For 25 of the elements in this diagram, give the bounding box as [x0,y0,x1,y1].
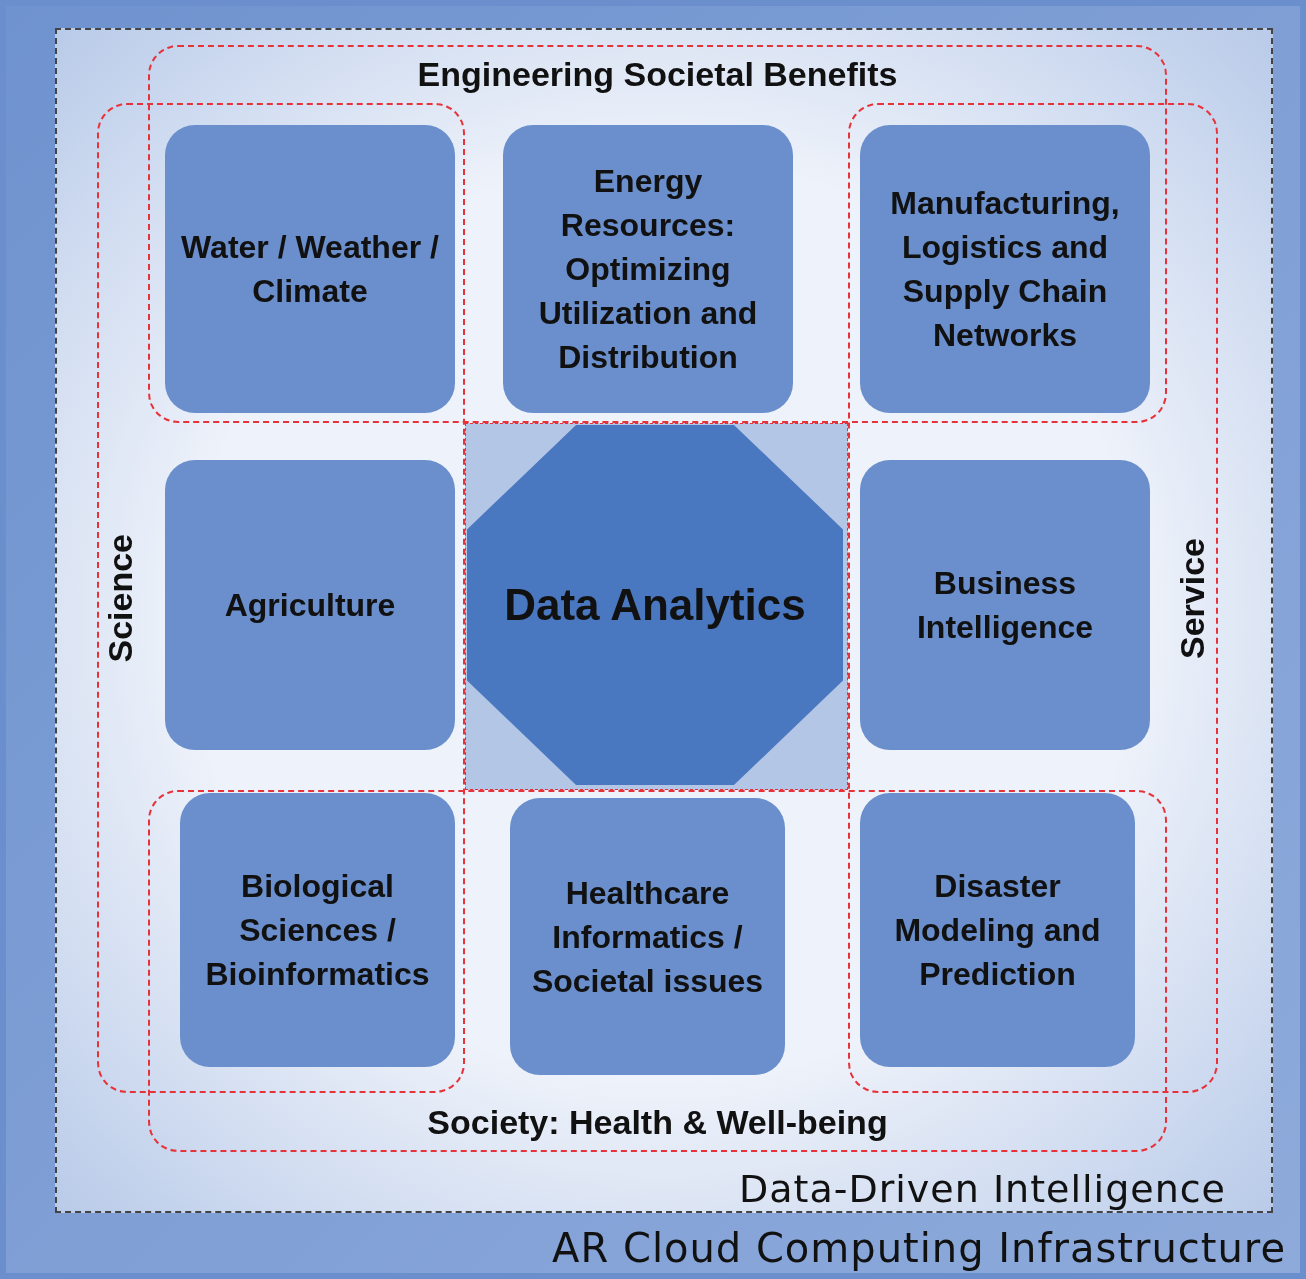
layer-title: Engineering Societal Benefits [417,55,898,94]
layer-title: Service [1173,537,1212,659]
tile-label: Biological Sciences / Bioinformatics [204,867,431,994]
category-tile [860,125,1150,413]
layer-title: Data-Driven Intelligence [739,1167,1226,1211]
region-outline [848,103,1218,1093]
layer-title: Society: Health & Well-being [427,1103,888,1142]
tile-label: Business Intelligence [915,564,1094,647]
tile-label: Manufacturing, Logistics and Supply Chain Networks [889,184,1121,355]
category-tile [860,460,1150,750]
category-tile [180,793,455,1067]
layer-title: AR Cloud Computing Infrastructure [552,1225,1286,1271]
tile-label: Water / Weather / Climate [180,228,440,311]
tile-label: Healthcare Informatics / Societal issues [530,873,765,1001]
category-tile [165,460,455,750]
region-outline [97,103,465,1093]
center-label: Data Analytics [504,580,806,630]
category-tile [165,125,455,413]
tile-label: Disaster Modeling and Prediction [893,867,1102,994]
tile-label: Energy Resources: Optimizing Utilization and Distribution [537,162,759,377]
category-tile [503,125,793,413]
tile-label: Agriculture [223,586,397,625]
category-tile [860,793,1135,1067]
layer-title: Science [101,533,140,663]
category-tile [510,798,785,1075]
